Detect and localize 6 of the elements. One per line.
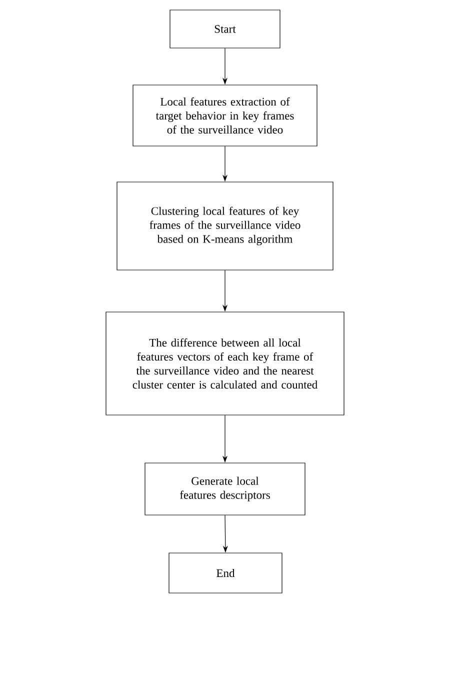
process-box: Start	[170, 10, 280, 48]
process-box: End	[168, 552, 282, 594]
process-box: The difference between all local features vectors of each key frame of the surveillance video and the nearest cluster center is calculated and counted	[106, 312, 344, 416]
process-box: Local features extraction of target behavior in key frames of the surveillance video	[132, 84, 318, 146]
process-box: Generate local features descriptors	[144, 462, 306, 516]
process-box: Clustering local features of key frames of the surveillance video based on K-means algorithm	[116, 182, 334, 270]
